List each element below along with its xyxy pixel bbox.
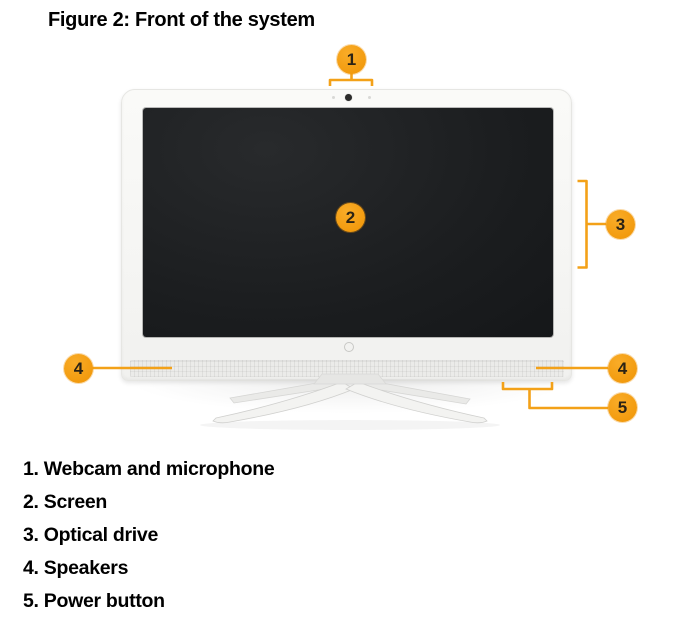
- callout-marker-2-number: 2: [345, 208, 356, 227]
- callout-marker-4-left: 4: [64, 354, 93, 383]
- callout-1-bracket: [328, 78, 374, 86]
- callout-marker-3: 3: [606, 210, 635, 239]
- legend-item-1: 1. Webcam and microphone: [23, 458, 275, 480]
- callout-marker-4-left-number: 4: [73, 359, 84, 378]
- microphone-dot-icon: [332, 96, 335, 99]
- legend-item-4: 4. Speakers: [23, 557, 129, 579]
- figure-title: Figure 2: Front of the system: [48, 9, 315, 31]
- speaker-grille: [130, 360, 564, 377]
- callout-3-bracket: [577, 179, 588, 269]
- callout-marker-3-number: 3: [615, 215, 626, 234]
- callout-marker-4-right-number: 4: [617, 359, 628, 378]
- callout-5-bracket: [501, 382, 554, 391]
- callout-marker-1-number: 1: [346, 50, 357, 69]
- stand-front-left-leg: [212, 381, 355, 424]
- monitor-stand: [200, 373, 500, 430]
- hp-logo: [344, 342, 354, 352]
- callout-marker-5: 5: [608, 393, 637, 422]
- callout-marker-1: 1: [337, 45, 366, 74]
- stand-ground-shadow: [200, 420, 500, 430]
- callout-marker-2: 2: [336, 203, 365, 232]
- callout-marker-5-number: 5: [617, 398, 628, 417]
- webcam-icon: [345, 94, 352, 101]
- stand-center-mount: [313, 373, 387, 385]
- legend-list: 1. Webcam and microphone 2. Screen 3. Op…: [23, 453, 275, 618]
- stand-front-right-leg: [345, 381, 488, 424]
- callout-5-connector-line: [528, 389, 608, 410]
- monitor-bezel: [121, 89, 572, 381]
- microphone-dot-icon: [368, 96, 371, 99]
- callout-marker-4-right: 4: [608, 354, 637, 383]
- legend-item-3: 3. Optical drive: [23, 524, 159, 546]
- legend-item-5: 5. Power button: [23, 590, 165, 612]
- legend-item-2: 2. Screen: [23, 491, 108, 513]
